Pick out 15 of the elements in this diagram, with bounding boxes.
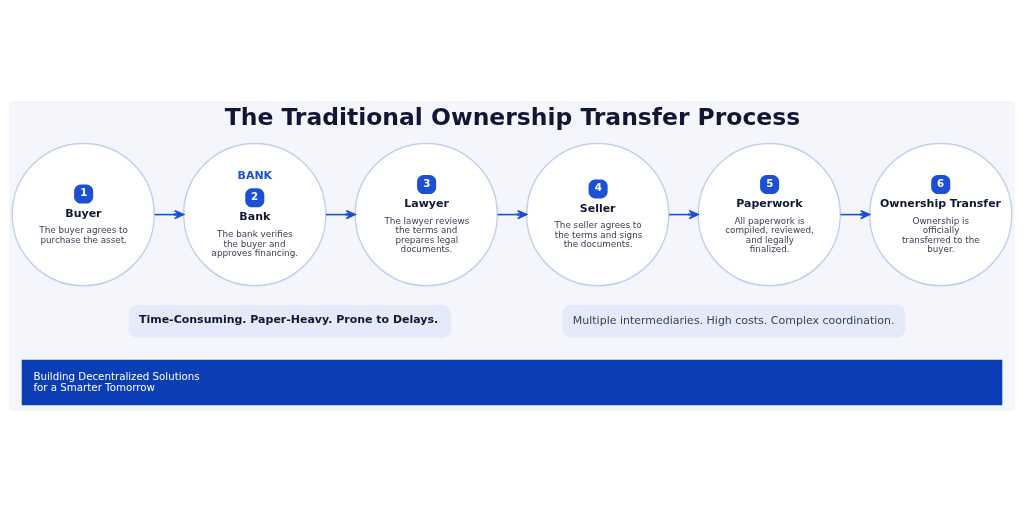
diagram-title: The Traditional Ownership Transfer Process xyxy=(224,102,801,131)
label: Multiple intermediaries. High costs. Complex coordination. xyxy=(572,314,895,328)
label: Building Decentralized Solutions for a Smarter Tomorrow xyxy=(33,369,200,393)
node-circle: 1 Buyer The buyer agrees to purchase the asset. xyxy=(11,142,156,287)
node-circle: 3 Lawyer The lawyer reviews the terms and prepares legal documents. xyxy=(354,142,499,287)
node-circle: 5 Paperwork All paperwork is compiled, reviewed, and legally finalized. xyxy=(697,142,842,287)
arrow xyxy=(668,209,699,220)
node-circle: BANK 2 Bank The bank verifies the buyer and approves financing. xyxy=(182,142,327,287)
arrow xyxy=(153,209,185,220)
node-circle: 4 Seller The seller agrees to the terms and signs the documents. xyxy=(525,142,670,287)
arrow xyxy=(325,209,356,220)
node-circle: 6 Ownership Transfer Ownership is officially transferred to the buyer. xyxy=(868,142,1013,287)
arrow xyxy=(839,209,871,220)
label: Time-Consuming. Paper-Heavy. Prone to Delays. xyxy=(138,313,439,327)
arrow xyxy=(496,209,528,220)
